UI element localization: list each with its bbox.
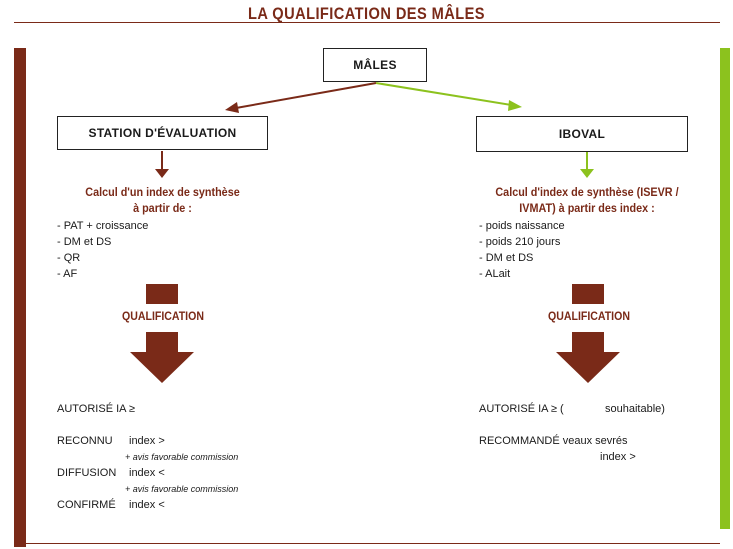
- left-heading-line2: à partir de :: [133, 201, 192, 215]
- reconnu-value: index >: [129, 435, 165, 447]
- left-heading: Calcul d'un index de synthèse à partir d…: [66, 184, 260, 216]
- right-heading-line1: Calcul d'index de synthèse (ISEVR /: [495, 185, 679, 199]
- station-evaluation-box: STATION D'ÉVALUATION: [57, 116, 268, 150]
- autorise-left: AUTORISÉ IA ≥: [57, 403, 135, 415]
- qualification-arrow-right: [556, 284, 620, 383]
- list-item: - DM et DS: [57, 236, 112, 248]
- list-item: - DM et DS: [479, 252, 534, 264]
- right-accent-bar: [720, 48, 730, 529]
- list-item: - poids 210 jours: [479, 236, 561, 248]
- males-box: MÂLES: [323, 48, 427, 82]
- arrow-root-to-iboval: [375, 82, 512, 106]
- confirme-value: index <: [129, 499, 165, 511]
- title-divider: [14, 22, 720, 23]
- list-item: - AF: [57, 268, 78, 280]
- reconnu-note: + avis favorable commission: [125, 452, 239, 462]
- list-item: - poids naissance: [479, 220, 565, 232]
- bottom-divider: [14, 543, 720, 544]
- qualification-label-left: QUALIFICATION: [122, 309, 204, 323]
- diffusion-label: DIFFUSION: [57, 467, 117, 479]
- arrow-head-station-down: [155, 169, 169, 178]
- qualification-label-right: QUALIFICATION: [548, 309, 630, 323]
- diffusion-value: index <: [129, 467, 165, 479]
- qualification-arrow-left: [130, 284, 194, 383]
- recommande-label: RECOMMANDÉ veaux sevrés: [479, 435, 628, 447]
- list-item: - PAT + croissance: [57, 220, 149, 232]
- arrow-head-station: [225, 102, 239, 113]
- confirme-label: CONFIRMÉ: [57, 499, 116, 511]
- iboval-box: IBOVAL: [476, 116, 688, 152]
- left-accent-bar: [14, 48, 26, 547]
- left-heading-line1: Calcul d'un index de synthèse: [85, 185, 240, 199]
- right-heading-line2: IVMAT) à partir des index :: [519, 201, 655, 215]
- reconnu-label: RECONNU: [57, 435, 113, 447]
- right-heading: Calcul d'index de synthèse (ISEVR / IVMA…: [482, 184, 693, 216]
- right-criteria-list: - poids naissance - poids 210 jours - DM…: [479, 218, 565, 282]
- arrow-head-iboval: [508, 100, 522, 111]
- list-item: - ALait: [479, 268, 511, 280]
- page-title: LA QUALIFICATION DES MÂLES: [248, 4, 485, 23]
- autorise-right-suffix: souhaitable): [605, 403, 665, 415]
- autorise-right: AUTORISÉ IA ≥ (: [479, 403, 564, 415]
- list-item: - QR: [57, 252, 81, 264]
- arrow-head-iboval-down: [580, 169, 594, 178]
- left-criteria-list: - PAT + croissance - DM et DS - QR - AF: [57, 218, 148, 282]
- qualification-label-bg-right: [534, 304, 644, 332]
- recommande-value: index >: [600, 451, 636, 463]
- qualification-label-bg-left: [108, 304, 218, 332]
- diffusion-note: + avis favorable commission: [125, 484, 239, 494]
- arrow-root-to-station: [235, 82, 377, 109]
